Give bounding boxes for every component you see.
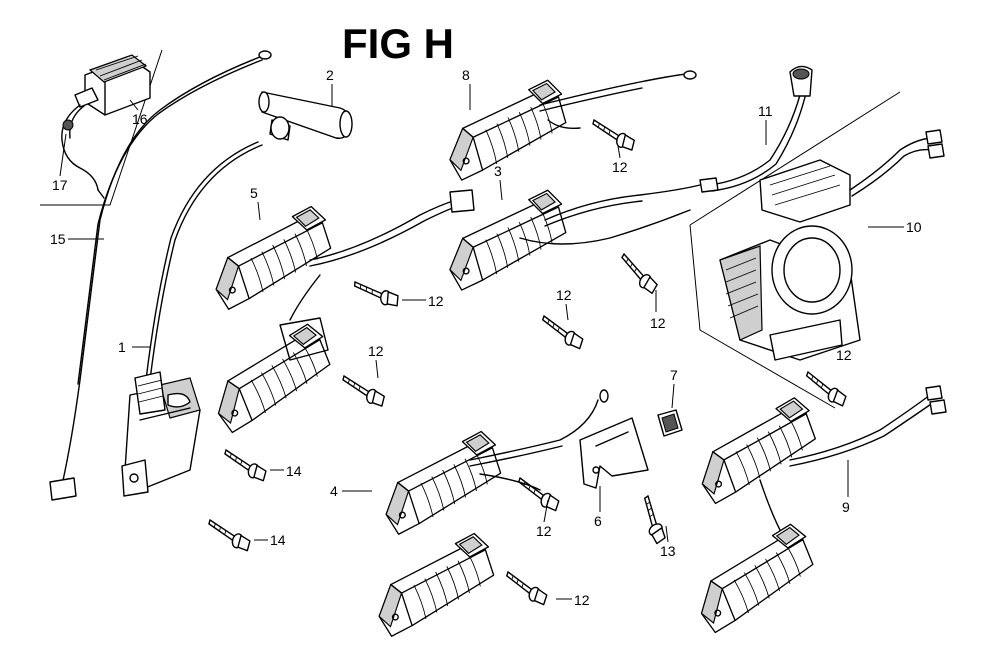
callout-10: 10 <box>906 219 922 235</box>
callout-14-b: 14 <box>270 532 286 548</box>
part-coil-bottom <box>363 529 507 639</box>
bolt-12-e <box>537 315 587 350</box>
callout-12-b: 12 <box>368 343 384 359</box>
callout-13: 13 <box>660 543 676 559</box>
callout-2: 2 <box>326 67 334 83</box>
callout-16: 16 <box>132 111 148 127</box>
callout-12-f: 12 <box>536 523 552 539</box>
bolt-12-c <box>588 119 638 151</box>
callout-12-d: 12 <box>650 315 666 331</box>
bolt-12-d <box>613 253 663 295</box>
bolt-14-a <box>220 449 270 482</box>
callout-3: 3 <box>494 163 502 179</box>
part-11-wire <box>699 65 813 193</box>
callout-9: 9 <box>842 499 850 515</box>
part-coil-lower-left <box>199 317 344 436</box>
callout-12-a: 12 <box>428 293 444 309</box>
inset-regulator-group <box>40 49 163 206</box>
callout-4: 4 <box>330 483 338 499</box>
callout-8: 8 <box>462 67 470 83</box>
callout-6: 6 <box>594 513 602 529</box>
part-8-coil <box>435 70 697 183</box>
callout-12-g: 12 <box>574 592 590 608</box>
callout-5: 5 <box>250 185 258 201</box>
part-1-ignition-coil <box>121 141 263 497</box>
callout-12-e: 12 <box>556 287 572 303</box>
part-7-clip <box>657 409 683 437</box>
part-6-bracket <box>579 417 649 489</box>
callout-7: 7 <box>670 367 678 383</box>
callout-12-c: 12 <box>612 159 628 175</box>
part-9-dual-coil <box>682 385 947 636</box>
callout-14-a: 14 <box>286 463 302 479</box>
bolt-12-g <box>501 571 551 606</box>
part-15-wire <box>49 50 272 501</box>
bolt-12-a <box>352 281 400 307</box>
part-5-coil <box>200 189 475 321</box>
bolt-12-f <box>513 477 563 512</box>
callout-12-h: 12 <box>836 347 852 363</box>
figure-title: FIG H <box>342 20 454 67</box>
callout-17: 17 <box>52 177 68 193</box>
part-3-coil <box>435 184 701 293</box>
bolt-14-b <box>204 519 254 552</box>
callout-15: 15 <box>50 231 66 247</box>
callout-1: 1 <box>118 339 126 355</box>
callout-11: 11 <box>758 103 773 119</box>
part-4-coil <box>370 389 609 537</box>
bolt-12-h <box>800 371 851 407</box>
part-10-stator <box>689 91 945 409</box>
bolt-12-b <box>338 375 388 407</box>
part-2-cap <box>258 91 353 141</box>
